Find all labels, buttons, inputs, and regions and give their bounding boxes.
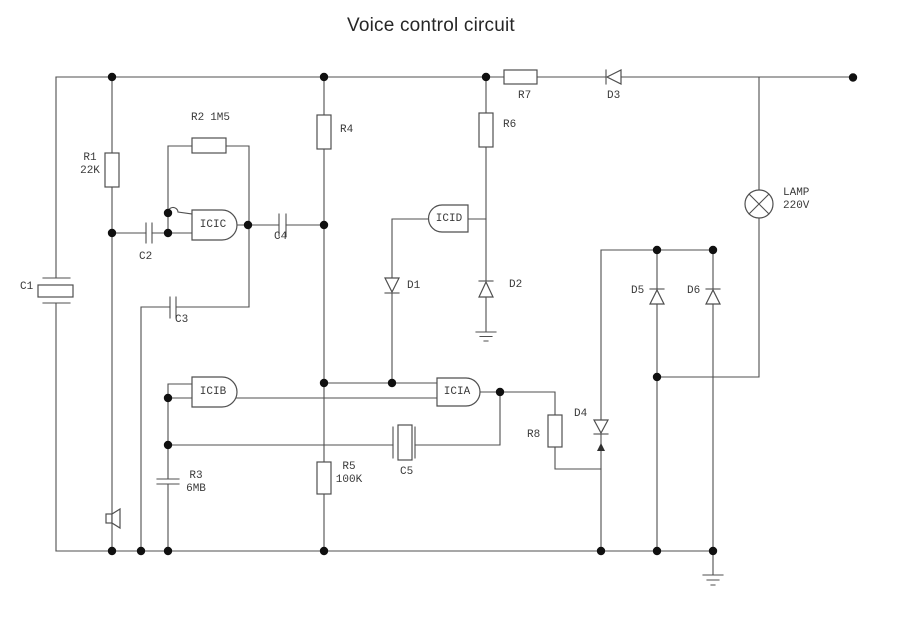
capacitor-c5-icon: [392, 424, 416, 461]
label-icia: ICIA: [443, 386, 471, 398]
resistor-r5: [316, 461, 332, 495]
label-d5: D5: [631, 285, 645, 297]
label-c1: C1: [20, 281, 34, 293]
gate-icia: [436, 377, 481, 407]
junction-dots: [107, 72, 858, 556]
diode-d6-icon: [705, 288, 721, 305]
label-c5: C5: [400, 466, 414, 478]
label-d6: D6: [687, 285, 701, 297]
resistor-r2: [191, 137, 227, 154]
resistor-r8: [547, 414, 563, 448]
label-c2: C2: [139, 251, 153, 263]
wires: [55, 76, 854, 576]
ground-icon-main: [702, 574, 724, 586]
diode-d1-icon: [384, 277, 400, 294]
resistor-r7: [503, 69, 538, 85]
gate-icic: [191, 209, 238, 241]
resistor-r4: [316, 114, 332, 150]
label-d3: D3: [607, 90, 621, 102]
capacitor-c1-icon: [37, 277, 74, 304]
capacitor-c4-icon: [278, 213, 287, 237]
diode-d3-icon: [605, 69, 622, 85]
diode-d5-icon: [649, 288, 665, 305]
ground-icon-d2: [475, 331, 497, 342]
label-icid: ICID: [435, 213, 463, 225]
diode-d2-icon: [478, 280, 494, 298]
resistor-r6: [478, 112, 494, 148]
page-title: Voice control circuit: [347, 15, 515, 36]
diode-d4-icon: [592, 419, 610, 451]
capacitor-c2-icon: [145, 222, 153, 244]
label-r4: R4: [340, 124, 354, 136]
label-c3: C3: [175, 314, 189, 326]
label-c4: C4: [274, 231, 288, 243]
label-d2: D2: [509, 279, 523, 291]
label-icic: ICIC: [199, 219, 227, 231]
resistor-r1: [104, 152, 120, 188]
label-icib: ICIB: [199, 386, 227, 398]
speaker-icon: [105, 507, 121, 530]
lamp-icon: [744, 189, 774, 219]
capacitor-c3-icon: [169, 296, 177, 319]
label-r7: R7: [518, 90, 532, 102]
gate-icid: [427, 204, 469, 233]
label-d4: D4: [574, 408, 588, 420]
label-d1: D1: [407, 280, 421, 292]
label-r6: R6: [503, 119, 517, 131]
gate-icib: [191, 376, 238, 408]
capacitor-r3-icon: [156, 478, 180, 485]
label-r8: R8: [527, 429, 541, 441]
